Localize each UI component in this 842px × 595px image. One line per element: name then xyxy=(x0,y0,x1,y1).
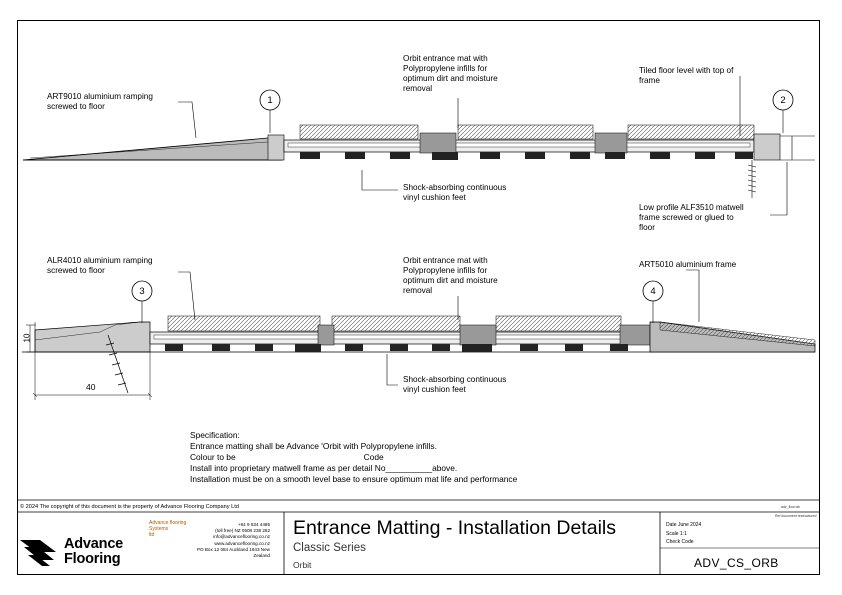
company-name: Advance flooring Systems ltd xyxy=(149,520,187,538)
marker-3 xyxy=(131,280,153,302)
label-orbit-mat-1: Orbit entrance mat with Polypropylene in… xyxy=(403,54,498,93)
marker-3-label: 3 xyxy=(139,286,145,297)
frame-right-1 xyxy=(753,133,781,161)
label-alr4010-ramp: ALR4010 aluminium ramping screwed to flo… xyxy=(47,256,153,275)
label-tiled-floor: Tiled floor level with top of frame xyxy=(639,66,734,85)
marker-2-label: 2 xyxy=(780,95,786,106)
drawing-number: ADV_CS_ORB xyxy=(694,556,779,570)
label-art5010-frame: ART5010 aluminium frame xyxy=(639,260,737,269)
title-block-frame xyxy=(17,499,820,575)
detail-1 xyxy=(22,76,815,216)
logo-wordmark: Advance Flooring xyxy=(64,536,124,567)
logo-mark xyxy=(20,540,56,566)
marker-4 xyxy=(642,280,664,302)
marker-1-label: 1 xyxy=(267,95,273,106)
ref-small-2: Ref document restructured xyxy=(775,514,817,518)
spec-line-3: Install into proprietary matwell frame a… xyxy=(190,463,458,473)
spec-colour: Colour to be xyxy=(190,452,236,462)
bristles-3 xyxy=(659,321,816,347)
cushion-feet-1 xyxy=(300,152,753,160)
dimension-lines xyxy=(26,322,153,400)
ramp-profile-2 xyxy=(34,321,151,353)
label-art9010-ramp: ART9010 aluminium ramping screwed to flo… xyxy=(47,92,153,111)
company-contact: +64 9 634 4485 (toll free) NZ 0508 238 2… xyxy=(196,522,270,559)
drawing-title: Entrance Matting - Installation Details xyxy=(293,517,616,539)
dimension-width: 40 xyxy=(86,382,96,392)
bristles-2 xyxy=(167,315,622,332)
drawing-subtitle: Classic Series xyxy=(293,542,366,554)
label-cushion-feet-1: Shock-absorbing continuous vinyl cushion… xyxy=(403,183,507,202)
drawing-meta: Date June 2024 Scale 1:1 Check Code xyxy=(666,522,702,545)
copyright-notice: © 2024 The copyright of this document is… xyxy=(20,504,239,510)
ramp-profile-1 xyxy=(22,137,283,161)
cushion-feet-2 xyxy=(165,344,628,352)
screw-2 xyxy=(105,334,129,394)
marker-1 xyxy=(259,89,281,111)
label-alf3510-frame: Low profile ALF3510 matwell frame screwe… xyxy=(639,203,744,232)
drawing-product: Orbit xyxy=(293,560,312,570)
specification-block: Specification: Entrance matting shall be… xyxy=(190,430,517,485)
screw-1 xyxy=(747,160,757,198)
spec-line-2: Colour to be Code xyxy=(190,452,517,463)
spec-code: Code xyxy=(363,452,384,462)
spec-line-1: Entrance matting shall be Advance 'Orbit… xyxy=(190,441,437,451)
dimension-height: 10 xyxy=(22,333,32,343)
spec-heading: Specification: xyxy=(190,430,240,440)
spec-line-4: Installation must be on a smooth level b… xyxy=(190,474,518,484)
label-orbit-mat-2: Orbit entrance mat with Polypropylene in… xyxy=(403,256,498,295)
drawing-sheet xyxy=(17,20,820,575)
marker-4-label: 4 xyxy=(650,286,656,297)
frame-left-1 xyxy=(267,134,285,161)
bristles-1 xyxy=(299,124,755,140)
marker-2 xyxy=(772,89,794,111)
detail-2 xyxy=(22,269,816,400)
label-cushion-feet-2: Shock-absorbing continuous vinyl cushion… xyxy=(403,375,507,394)
ref-small: adv_floor.ak xyxy=(781,505,800,509)
